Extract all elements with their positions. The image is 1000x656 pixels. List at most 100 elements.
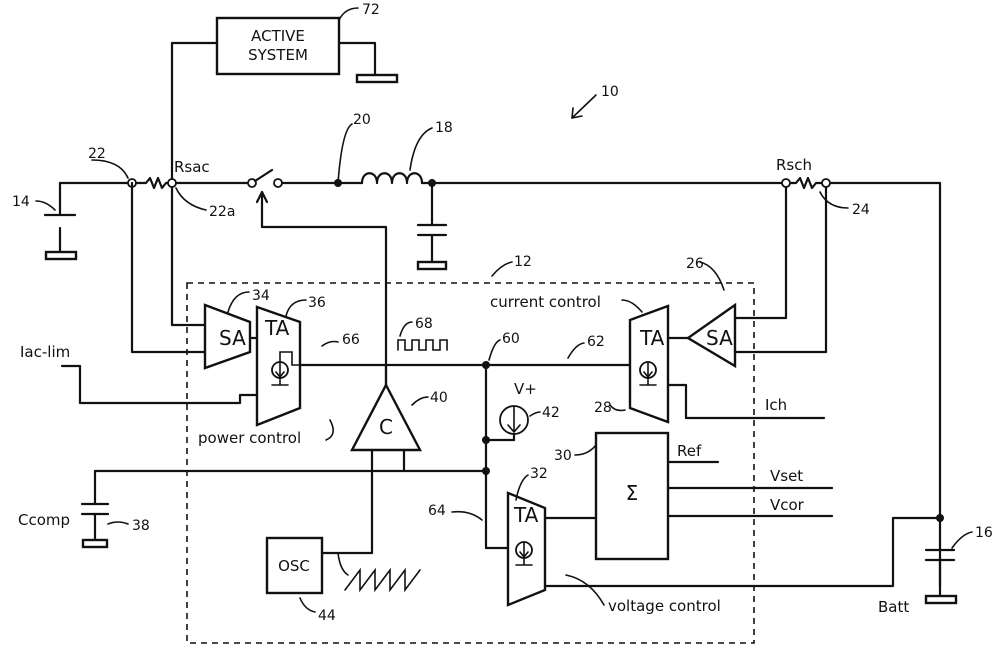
filter-cap-ground <box>416 260 448 271</box>
leader-62 <box>567 342 585 359</box>
switch-terminal-b <box>273 178 283 188</box>
ref-32: 32 <box>530 466 548 482</box>
ref-44: 44 <box>318 608 336 624</box>
iac-lim-label: Iac-lim <box>20 343 70 361</box>
active-system-label-2: SYSTEM <box>248 46 308 64</box>
vset-label: Vset <box>770 467 803 485</box>
ref-10: 10 <box>601 84 619 100</box>
ref-22a: 22a <box>209 204 235 220</box>
ref-12: 12 <box>514 254 532 270</box>
ta-label-bottom: TA <box>513 503 539 527</box>
switch-drive-line <box>260 194 388 387</box>
power-control-label: power control <box>198 429 301 447</box>
leader-22 <box>91 159 129 179</box>
sense-wire-22 <box>130 181 207 354</box>
rsch-sense-b <box>733 185 828 354</box>
terminal-22a <box>167 178 177 188</box>
ref-68: 68 <box>415 316 433 332</box>
ref-38: 38 <box>132 518 150 534</box>
terminal-rsch-a <box>781 178 791 188</box>
ta-label-left: TA <box>264 316 290 340</box>
active-system-block <box>215 16 341 76</box>
terminal-rsch-b <box>821 178 831 188</box>
summer-30 <box>594 431 670 561</box>
ref-20: 20 <box>353 112 371 128</box>
leader-20 <box>337 123 353 184</box>
oscillator-label: OSC <box>278 557 310 575</box>
leader-66 <box>321 340 339 347</box>
ta-label-right: TA <box>639 326 665 350</box>
arrow-10 <box>571 94 597 119</box>
comparator-label: C <box>379 415 393 439</box>
leader-38 <box>107 521 129 525</box>
active-system-label-1: ACTIVE <box>251 27 305 45</box>
sawtooth-waveform <box>344 567 421 593</box>
leader-42 <box>529 411 541 417</box>
current-source-42-arrow <box>507 406 521 434</box>
current-control-label: current control <box>490 293 601 311</box>
arrowhead-10 <box>571 107 583 119</box>
ich-label: Ich <box>765 396 787 414</box>
leader-64 <box>451 510 483 521</box>
leader-14 <box>35 200 56 211</box>
summer-label: Σ <box>626 481 639 505</box>
ref-42: 42 <box>542 405 560 421</box>
ref-66: 66 <box>342 332 360 348</box>
rsch-resistor <box>788 176 824 190</box>
controller-boundary <box>186 282 755 644</box>
ref-60: 60 <box>502 331 520 347</box>
ref-34: 34 <box>252 288 270 304</box>
comparator-40 <box>350 382 422 452</box>
leader-36 <box>285 299 307 317</box>
leader-44 <box>299 597 316 613</box>
ta36-internal-wire <box>279 351 301 366</box>
ref-36: 36 <box>308 295 326 311</box>
ref-14: 14 <box>12 194 30 210</box>
ref-30: 30 <box>554 448 572 464</box>
sa-label-left: SA <box>219 326 246 350</box>
current-source-36-arrow <box>275 362 285 379</box>
ref-64: 64 <box>428 503 446 519</box>
switch-drive-arrow <box>255 190 269 204</box>
voltage-control-label: voltage control <box>608 597 721 615</box>
leader-voltage-control <box>565 574 605 606</box>
ta36-internal-ground <box>271 377 289 386</box>
ta32-internal-ground <box>515 557 533 566</box>
leader-72 <box>338 7 359 21</box>
battery-ground <box>924 594 958 605</box>
sa-amp-34 <box>203 303 252 370</box>
rsac-resistor <box>134 176 172 190</box>
current-source-28-arrow <box>643 362 653 379</box>
filter-capacitor <box>416 223 448 237</box>
leader-26 <box>699 261 725 291</box>
rsch-sense-a <box>733 185 788 320</box>
ich-wire <box>666 383 826 420</box>
node-battery <box>936 514 944 522</box>
iac-lim-wire <box>60 364 259 405</box>
leader-60 <box>488 339 501 361</box>
leader-30 <box>574 444 597 456</box>
oscillator-44 <box>265 536 324 595</box>
rsch-label: Rsch <box>776 156 812 174</box>
leader-28 <box>609 404 626 412</box>
ta28-internal-ground <box>639 377 657 386</box>
leader-68 <box>399 321 413 337</box>
ref-24: 24 <box>852 202 870 218</box>
leader-16 <box>951 531 973 549</box>
ref-16: 16 <box>975 525 993 541</box>
batt-label: Batt <box>878 598 909 616</box>
ccomp-ground <box>81 538 109 549</box>
comp-line <box>93 469 510 550</box>
pulse-waveform-68 <box>397 339 448 351</box>
sa-amp-26 <box>685 302 737 369</box>
power-switch <box>253 168 274 183</box>
leader-current-control <box>621 299 643 313</box>
ref-22: 22 <box>88 146 106 162</box>
sa-label-right: SA <box>706 326 733 350</box>
ref-label: Ref <box>677 442 702 460</box>
active-system-wire-right <box>337 41 377 77</box>
current-source-32-arrow <box>519 542 529 559</box>
vcor-label: Vcor <box>770 496 805 514</box>
